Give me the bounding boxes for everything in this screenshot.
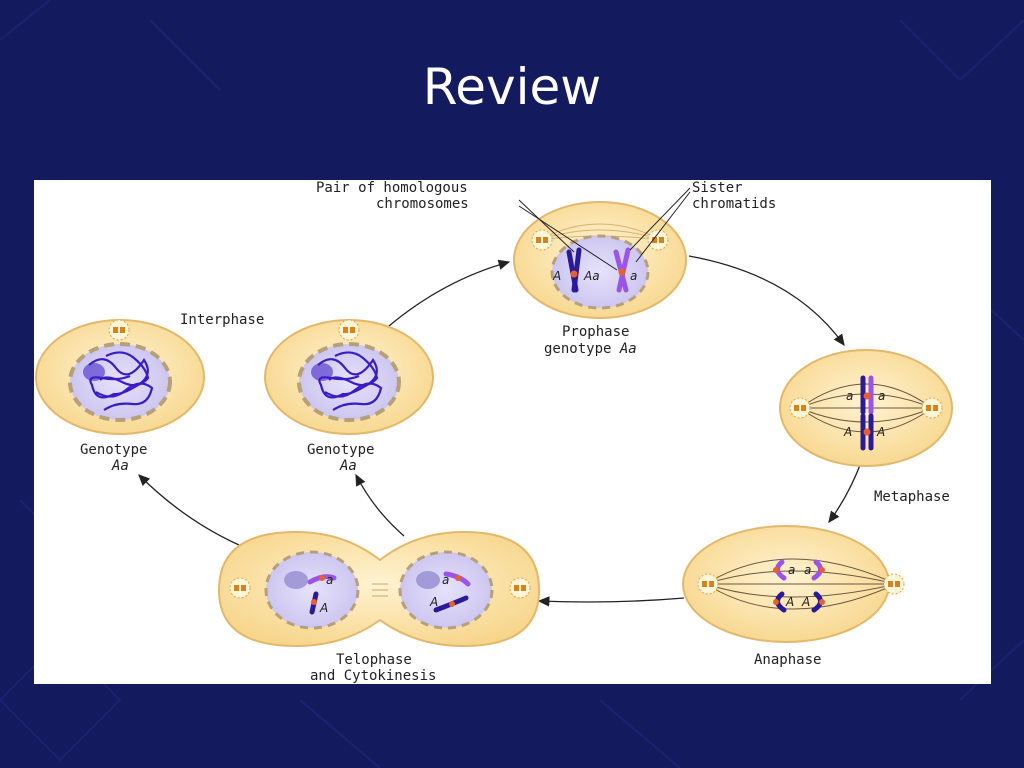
allele-telo-left-bot: A [319, 601, 328, 615]
arrow-anaphase-to-telophase [537, 596, 685, 607]
allele-prophase-left: A [552, 269, 561, 283]
mitosis-diagram: A Aa a a a A A [34, 180, 991, 684]
label-prophase-line2-gene: Aa [619, 341, 637, 357]
allele-ana-bot-right: A [801, 595, 810, 609]
allele-telo-left-top: a [326, 573, 333, 587]
allele-telo-right-bot: A [429, 595, 438, 609]
allele-ana-bot-left: A [785, 595, 794, 609]
anaphase-cell: a a A A [682, 525, 905, 643]
allele-ana-top-left: a [788, 563, 795, 577]
label-metaphase: Metaphase [874, 489, 950, 505]
allele-meta-bot-left: A [843, 425, 852, 439]
allele-meta-top-right: a [878, 389, 885, 403]
slide-title: Review [422, 58, 602, 116]
label-pair-line2: chromosomes [376, 196, 469, 212]
interphase-cell-left [35, 319, 205, 435]
label-genotype-left-line1: Genotype [80, 442, 147, 458]
label-leader-lines [518, 187, 691, 271]
label-sister-line2: chromatids [692, 196, 776, 212]
label-telophase-line2: and Cytokinesis [310, 668, 436, 684]
label-sister-line1: Sister [692, 180, 743, 196]
interphase-cell-mid [264, 319, 434, 435]
label-prophase-line2: genotype Aa [544, 341, 637, 357]
label-prophase-line1: Prophase [562, 324, 629, 340]
label-genotype-mid-line2: Aa [339, 458, 357, 474]
label-pair-line1: Pair of homologous [316, 180, 468, 196]
arrow-metaphase-to-anaphase [828, 459, 863, 524]
label-genotype-mid-line1: Genotype [307, 442, 374, 458]
arrow-telophase-to-genotype-left [138, 474, 240, 546]
label-anaphase: Anaphase [754, 652, 821, 668]
label-interphase: Interphase [180, 312, 264, 328]
arrow-telophase-to-genotype-mid [355, 473, 405, 537]
metaphase-cell: a a A A [779, 349, 953, 467]
arrow-interphase-to-prophase [388, 259, 511, 327]
label-genotype-left-line2: Aa [111, 458, 129, 474]
telophase-cell: a A a A [217, 530, 541, 648]
allele-meta-top-left: a [846, 389, 853, 403]
allele-prophase-mid: Aa [583, 269, 600, 283]
allele-prophase-right: a [630, 269, 637, 283]
label-telophase-line1: Telophase [336, 652, 412, 668]
arrow-prophase-to-metaphase [688, 255, 845, 347]
allele-telo-right-top: a [442, 573, 449, 587]
label-prophase-line2-prefix: genotype [544, 341, 620, 357]
allele-meta-bot-right: A [876, 425, 885, 439]
allele-ana-top-right: a [804, 563, 811, 577]
